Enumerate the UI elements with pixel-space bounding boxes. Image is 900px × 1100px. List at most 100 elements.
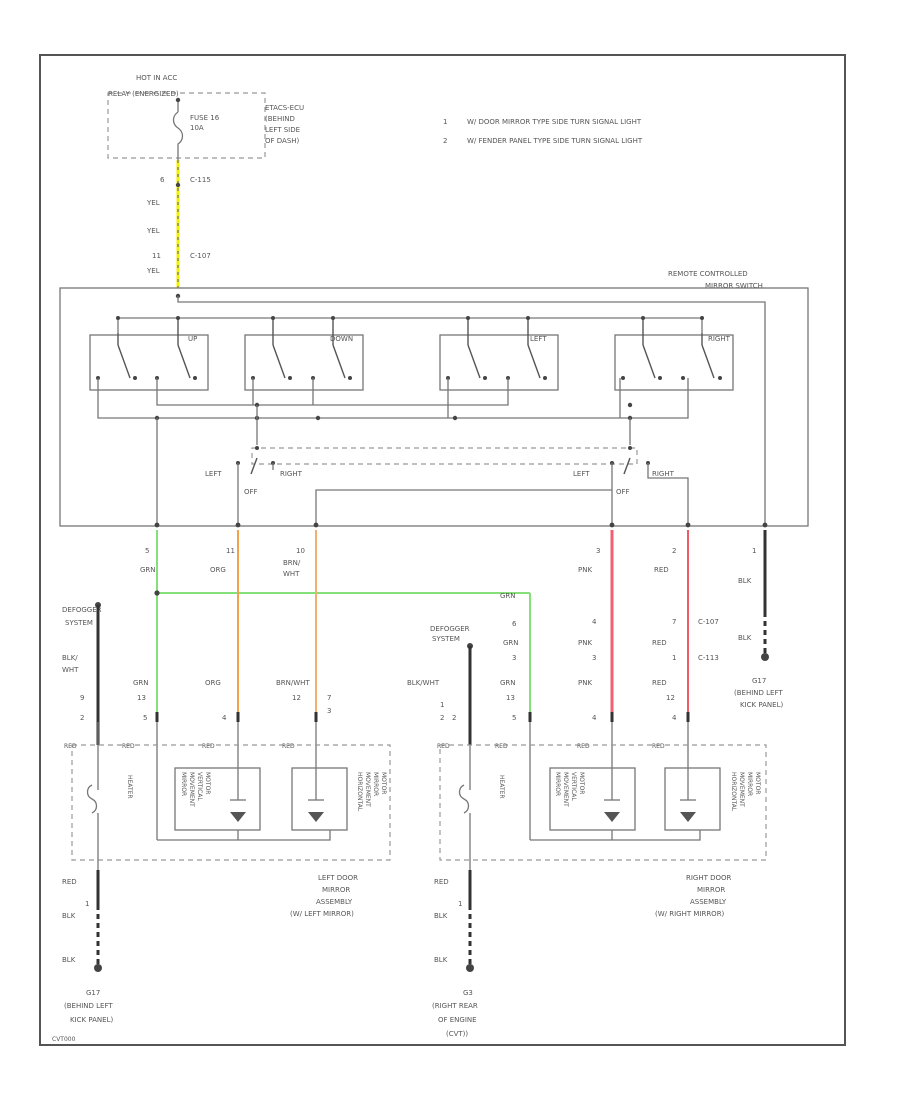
fuse-top-node bbox=[175, 97, 181, 103]
note-2-number: 2 bbox=[443, 137, 447, 145]
switch-title-line2: MIRROR SWITCH bbox=[705, 282, 763, 290]
left-mirror-label-1: LEFT DOOR bbox=[318, 874, 358, 882]
left-heater-label: HEATER bbox=[126, 775, 133, 799]
right-pin-e2: 5 bbox=[512, 714, 516, 722]
selector-left-a: LEFT bbox=[205, 470, 222, 478]
right-ground-loc-2: OF ENGINE bbox=[438, 1016, 477, 1024]
right-ground-loc-1: (RIGHT REAR bbox=[432, 1002, 478, 1010]
right-gnd-blk2: BLK bbox=[434, 956, 448, 964]
left-motor-common bbox=[157, 830, 331, 841]
pin-6-wire: BLK bbox=[738, 577, 752, 585]
red-connector-a: C-107 bbox=[698, 618, 719, 626]
right-red-m1: RED bbox=[437, 743, 450, 750]
pin-1-number: 5 bbox=[145, 547, 149, 555]
right-motor-common bbox=[530, 830, 701, 841]
right-mirror-label-2: MIRROR bbox=[697, 886, 725, 894]
fuse-location-line2: (BEHIND bbox=[265, 115, 295, 123]
right-heater-label: HEATER bbox=[498, 775, 505, 799]
left-vmotor-2: MOVEMENT bbox=[188, 772, 195, 807]
note-1-number: 1 bbox=[443, 118, 447, 126]
switch-right-box bbox=[614, 334, 734, 391]
fuse-symbol bbox=[172, 100, 184, 160]
feed-node-a bbox=[175, 182, 181, 188]
left-heater bbox=[86, 784, 98, 814]
bus-node-5 bbox=[452, 415, 458, 421]
left-mirror-label-3: ASSEMBLY bbox=[316, 898, 353, 906]
left-grn-wire: GRN bbox=[133, 679, 149, 687]
switch-down-contacts bbox=[251, 316, 352, 380]
right-def-pin-2: 2 bbox=[440, 714, 444, 722]
pin-3-wire-line1: BRN/ bbox=[283, 559, 301, 567]
left-red-c: RED bbox=[202, 743, 215, 750]
left-gnd-pin: 1 bbox=[85, 900, 89, 908]
selector-node-a bbox=[255, 446, 259, 450]
pin-4-wire: PNK bbox=[578, 566, 592, 574]
left-red-d: RED bbox=[282, 743, 295, 750]
left-brnwht-wire: BRN/WHT bbox=[276, 679, 310, 687]
left-def-pin-a1: 9 bbox=[80, 694, 84, 702]
left-horizontal-motor-box bbox=[291, 767, 348, 831]
left-pin-b2: 5 bbox=[143, 714, 147, 722]
right-c-pin-b: 3 bbox=[512, 654, 516, 662]
mirror-switch-box bbox=[59, 287, 809, 527]
left-defogger-wire-line1: BLK/ bbox=[62, 654, 78, 662]
right-mirror-label-1: RIGHT DOOR bbox=[686, 874, 732, 882]
selector-feed-wires bbox=[156, 405, 631, 525]
pin-1-wire: GRN bbox=[140, 566, 156, 574]
selector-off-a: OFF bbox=[244, 488, 258, 496]
right-horizontal-motor-box bbox=[664, 767, 721, 831]
relay-box bbox=[107, 92, 266, 159]
right-hmotor-4: MOTOR bbox=[754, 772, 761, 794]
pnk-pin-b: 3 bbox=[592, 654, 596, 662]
right-heater bbox=[458, 784, 470, 814]
relay-label-line1: HOT IN ACC bbox=[136, 74, 177, 82]
switch-ground-loc-2: KICK PANEL) bbox=[740, 701, 783, 709]
left-defogger-wire-line2: WHT bbox=[62, 666, 79, 674]
left-hmotor-4: MOTOR bbox=[380, 772, 387, 794]
left-ground-loc-2: KICK PANEL) bbox=[70, 1016, 113, 1024]
right-gnd-pin: 1 bbox=[458, 900, 462, 908]
left-red-b: RED bbox=[122, 743, 135, 750]
feed-pin-a: 6 bbox=[160, 176, 165, 184]
right-vertical-motor-box bbox=[549, 767, 636, 831]
diagram-frame bbox=[39, 54, 846, 1046]
pnk-wire-b: PNK bbox=[578, 679, 592, 687]
switch-ground-point bbox=[761, 653, 769, 661]
green-split-node bbox=[154, 590, 160, 596]
left-horizontal-motor-symbol bbox=[308, 775, 324, 822]
red-pin-12: 12 bbox=[666, 694, 675, 702]
right-ground-id: G3 bbox=[463, 989, 473, 997]
left-ground-id: G17 bbox=[86, 989, 100, 997]
switch-internal-bus-3 bbox=[447, 378, 621, 418]
left-def-pin-a2: 2 bbox=[80, 714, 84, 722]
selector-outputs bbox=[237, 463, 689, 525]
right-red-m3: RED bbox=[577, 743, 590, 750]
left-hmotor-2: MOVEMENT bbox=[364, 772, 371, 807]
left-org-wire: ORG bbox=[205, 679, 221, 687]
cross-wire-label: GRN bbox=[500, 592, 516, 600]
right-vmotor-2: MOVEMENT bbox=[562, 772, 569, 807]
right-gnd-red: RED bbox=[434, 878, 449, 886]
bus-node-6 bbox=[627, 402, 633, 408]
left-ground-loc-1: (BEHIND LEFT bbox=[64, 1002, 113, 1010]
switch-up-box bbox=[89, 334, 209, 391]
left-vmotor-1: VERTICAL bbox=[196, 772, 203, 801]
left-pin-d1: 12 bbox=[292, 694, 301, 702]
left-pin-d2: 7 bbox=[327, 694, 331, 702]
fuse-label-line2: 10A bbox=[190, 124, 204, 132]
right-defogger-wire-label: BLK/WHT bbox=[407, 679, 440, 687]
left-red-a: RED bbox=[64, 743, 77, 750]
switch-title-line1: REMOTE CONTROLLED bbox=[668, 270, 748, 278]
right-def-pin-3: 2 bbox=[452, 714, 456, 722]
pin-6-number: 1 bbox=[752, 547, 756, 555]
left-defogger-line2: SYSTEM bbox=[65, 619, 93, 627]
selector-right-b: RIGHT bbox=[652, 470, 675, 478]
switch-left-contacts bbox=[446, 316, 547, 380]
pin-2-wire: ORG bbox=[210, 566, 226, 574]
right-hmotor-1: HORIZONTAL bbox=[730, 772, 737, 812]
red-wire-b: RED bbox=[652, 679, 667, 687]
right-red-m2: RED bbox=[495, 743, 508, 750]
red-wire-a: RED bbox=[652, 639, 667, 647]
right-ground-loc-3: (CVT)) bbox=[446, 1030, 468, 1038]
